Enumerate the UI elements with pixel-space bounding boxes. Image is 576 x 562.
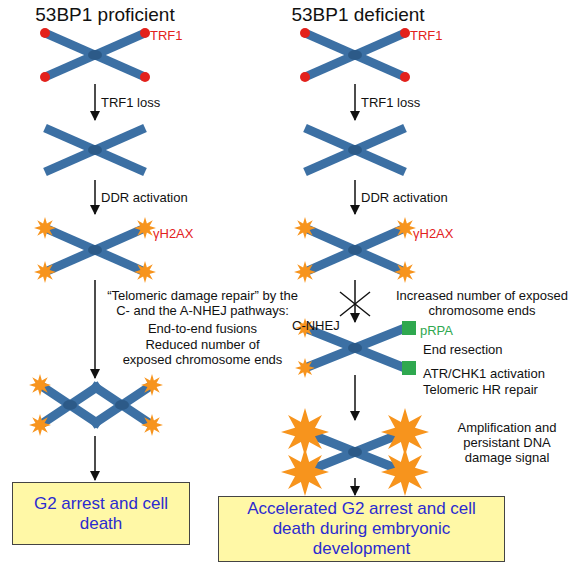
- step-label: TRF1 loss: [101, 95, 221, 110]
- step-label: End resection: [423, 342, 563, 357]
- column-heading: 53BP1 deficient: [268, 4, 448, 26]
- trf1-dot: [400, 28, 410, 38]
- flow-arrow: [94, 436, 96, 480]
- pathway-label: C-NHEJ: [292, 318, 352, 333]
- step-label: TRF1 loss: [361, 95, 481, 110]
- outcome-text: G2 arrest and cell death: [13, 492, 189, 536]
- repair-note: End-to-end fusions: [100, 321, 305, 336]
- outcome-box: Accelerated G2 arrest and cell death dur…: [218, 496, 505, 562]
- chromosome: [92, 385, 152, 425]
- flow-arrow: [94, 180, 96, 214]
- blocked-cross: [340, 292, 370, 316]
- flow-arrow: [354, 375, 356, 420]
- flow-arrow: [94, 280, 96, 378]
- effect-note: Increased number of exposed chromosome e…: [392, 288, 572, 318]
- damage-star: [394, 217, 416, 239]
- damage-star: [141, 374, 163, 396]
- chromosome: [305, 432, 405, 472]
- damage-star: [29, 374, 51, 396]
- step-label: ATR/CHK1 activation: [423, 366, 573, 381]
- chromosome: [45, 128, 145, 172]
- trf1-dot: [40, 72, 50, 82]
- chromosome: [305, 33, 405, 77]
- damage-star: [29, 414, 51, 436]
- flow-arrow: [354, 180, 356, 214]
- protein-label: TRF1: [410, 28, 460, 43]
- step-label: Telomeric HR repair: [423, 382, 573, 397]
- chromosome: [45, 33, 145, 77]
- damage-star: [381, 448, 429, 496]
- outcome-text: Accelerated G2 arrest and cell death dur…: [219, 497, 504, 561]
- trf1-dot: [300, 72, 310, 82]
- trf1-dot: [300, 28, 310, 38]
- flow-arrow: [94, 84, 96, 120]
- protein-label: TRF1: [150, 28, 200, 43]
- chromosome: [45, 228, 145, 272]
- damage-star: [134, 261, 156, 283]
- flow-arrow: [354, 280, 356, 322]
- chromosome: [305, 128, 405, 172]
- outcome-box: G2 arrest and cell death: [12, 482, 190, 545]
- blocked-cross: [340, 292, 370, 316]
- repair-note: Reduced number of exposed chromosome end…: [120, 337, 285, 367]
- damage-star: [294, 217, 316, 239]
- chromosome: [40, 385, 100, 425]
- flow-arrow: [354, 84, 356, 120]
- marker-label: γH2AX: [153, 226, 213, 241]
- trf1-dot: [140, 28, 150, 38]
- trf1-dot: [400, 72, 410, 82]
- damage-star: [294, 261, 316, 283]
- damage-star: [34, 261, 56, 283]
- damage-star: [34, 217, 56, 239]
- step-label: DDR activation: [101, 190, 221, 205]
- damage-star: [281, 448, 329, 496]
- trf1-dot: [40, 28, 50, 38]
- flow-arrow: [354, 478, 356, 495]
- damage-star: [295, 358, 315, 378]
- marker-label: γH2AX: [413, 226, 473, 241]
- trf1-dot: [140, 72, 150, 82]
- damage-star: [141, 414, 163, 436]
- marker-label: pRPA: [420, 323, 470, 338]
- damage-star: [134, 217, 156, 239]
- chromosome: [305, 228, 405, 272]
- chromosome: [305, 328, 405, 368]
- effect-note: Amplification and persistant DNA damage …: [440, 420, 574, 465]
- rpa-block: [402, 361, 416, 375]
- step-label: DDR activation: [361, 190, 481, 205]
- repair-note: “Telomeric damage repair” by the C- and …: [100, 288, 305, 318]
- damage-star: [394, 261, 416, 283]
- column-heading: 53BP1 proficient: [10, 4, 200, 26]
- rpa-block: [402, 321, 416, 335]
